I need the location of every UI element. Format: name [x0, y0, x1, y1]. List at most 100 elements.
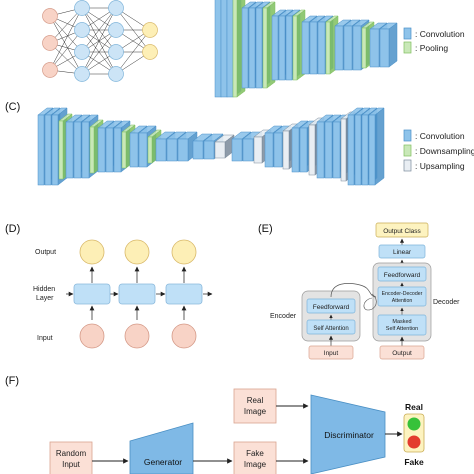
cnn-b-layer-front: [352, 25, 362, 71]
unet-layer-front: [340, 118, 347, 182]
panel-label-c: (C): [5, 101, 20, 113]
legend-c-conv-swatch: [403, 129, 412, 142]
panel-label-d: (D): [5, 223, 20, 235]
mlp-node: [108, 0, 124, 16]
unet-layer-front: [282, 130, 290, 170]
mlp-node: [74, 0, 90, 16]
unet-layer-front: [166, 138, 178, 162]
decoder-feedforward-text: Feedforward: [384, 272, 421, 279]
panel-b-cnn: [214, 0, 398, 98]
cnn-b-layer-front: [379, 28, 390, 68]
legend-conv-label: : Convolution: [415, 29, 465, 39]
rnn-hidden-cell-3: [165, 283, 203, 305]
output-class-text: Output Class: [383, 228, 421, 235]
random-input-text-2: Input: [62, 460, 81, 469]
unet-layer-front: [105, 127, 114, 173]
cnn-b-layer-front: [241, 7, 249, 89]
mlp-connection: [49, 15, 83, 75]
fake-label: Fake: [404, 457, 424, 467]
cnn-b-layer-side: [388, 22, 398, 68]
unet-layer-front: [89, 126, 95, 174]
unet-layer-front: [253, 136, 263, 164]
cnn-b-layer-front: [226, 0, 234, 98]
rnn-hidden-cell-2: [118, 283, 156, 305]
unet-layer-front: [354, 114, 362, 186]
legend-c-up-label: : Upsampling: [415, 161, 465, 171]
output-class-box: [375, 222, 429, 238]
cnn-b-layer-front: [220, 0, 228, 98]
unet-layer-front: [291, 127, 300, 173]
transformer-input-text: Input: [324, 350, 339, 357]
enc-dec-attention-text-1: Encoder-Decoder: [382, 291, 423, 297]
legend-c-conv-label: : Convolution: [415, 131, 465, 141]
unet-layer-front: [324, 121, 333, 179]
unet-layer-front: [147, 136, 153, 164]
rnn-hidden-cell-1: [73, 283, 111, 305]
unet-layer-front: [264, 132, 274, 168]
unet-layer-front: [73, 121, 82, 179]
unet-layer-front: [121, 131, 127, 169]
mlp-connection: [115, 29, 151, 75]
panel-label-f: (F): [5, 375, 19, 387]
transformer-input-box: [308, 345, 354, 360]
encoder-label: Encoder: [270, 313, 297, 320]
cnn-b-layer-front: [278, 15, 286, 81]
unet-layer-front: [316, 121, 325, 179]
unet-layer-front: [65, 121, 74, 179]
mlp-connection: [81, 29, 117, 75]
real-image-text-2: Image: [244, 407, 267, 416]
transformer-output-box: [379, 345, 425, 360]
unet-layer-front: [81, 121, 90, 179]
legend-c-up-swatch: [403, 159, 412, 172]
unet-layer-front: [44, 114, 52, 186]
masked-text-2: Self Attention: [386, 326, 418, 332]
cnn-b-layer-front: [343, 25, 353, 71]
panel-f-gan: Random Input Generator Real Image Fake I…: [49, 388, 425, 474]
panel-e-transformer: Output Class Linear Feedforward Encoder-…: [270, 222, 460, 360]
unet-layer-front: [273, 132, 283, 168]
cnn-b-layer-front: [309, 21, 318, 75]
mlp-connection: [81, 7, 117, 53]
unet-layer-front: [37, 114, 45, 186]
cnn-b-layer-front: [301, 21, 310, 75]
rnn-input-node-1: [79, 323, 105, 349]
red-light-icon: [407, 435, 421, 449]
generator-text: Generator: [144, 457, 182, 467]
cnn-b-layer-front: [248, 7, 256, 89]
unet-layer-front: [203, 140, 215, 160]
enc-dec-attention-box: [377, 286, 427, 307]
unet-layer-front: [361, 114, 369, 186]
linear-box: [378, 244, 426, 259]
cnn-b-layer-front: [285, 15, 293, 81]
mlp-node: [74, 66, 90, 82]
enc-dec-attention-text-2: Attention: [392, 298, 413, 304]
mlp-node: [108, 66, 124, 82]
cnn-b-layer-front: [271, 15, 279, 81]
rnn-hidden-label-1: Hidden: [33, 286, 55, 293]
unet-layer-front: [192, 140, 204, 160]
mlp-node: [108, 44, 124, 60]
mlp-node: [42, 35, 58, 51]
panel-c-legend: : Convolution : Downsampling : Upsamplin…: [403, 129, 474, 172]
random-input-box: [49, 441, 93, 474]
legend-conv-swatch: [403, 27, 412, 40]
cnn-b-layer-front: [361, 27, 367, 69]
mlp-node: [74, 44, 90, 60]
unet-layer-front: [129, 132, 139, 168]
rnn-output-label: Output: [35, 249, 56, 256]
discriminator-text: Discriminator: [324, 430, 374, 440]
discriminator-shape: [310, 394, 386, 474]
rnn-input-label: Input: [37, 335, 53, 342]
unet-layer-front: [113, 127, 122, 173]
rnn-output-node-1: [79, 239, 105, 265]
mlp-connection: [49, 7, 83, 71]
mlp-connection: [49, 15, 83, 53]
mlp-node: [142, 44, 158, 60]
legend-pool-swatch: [403, 41, 412, 54]
encoder-feedforward-text: Feedforward: [313, 304, 350, 311]
panel-d-rnn: Output Hidden Layer Input: [33, 239, 213, 349]
decoder-feedforward-box: [377, 266, 427, 282]
unet-layer-front: [58, 120, 64, 180]
mlp-node: [74, 22, 90, 38]
unet-layer-front: [242, 138, 254, 162]
